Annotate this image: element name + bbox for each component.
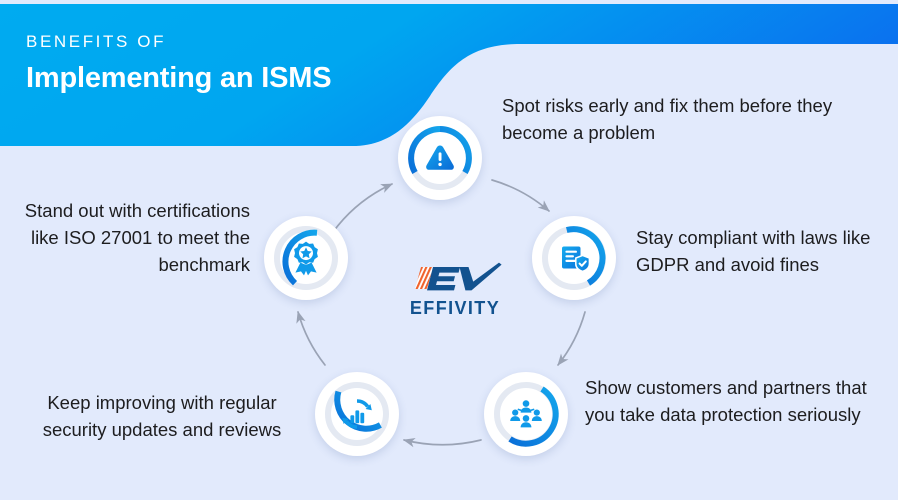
connector-improve-to-certify [296, 311, 326, 366]
label-compliance: Stay compliant with laws like GDPR and a… [636, 227, 871, 275]
header-text-group: BENEFITS OF Implementing an ISMS [26, 32, 332, 96]
people-network-icon [510, 400, 542, 428]
award-badge-icon [294, 241, 318, 276]
connector-compliance-to-trust [557, 311, 586, 366]
label-risk: Spot risks early and fix them before the… [502, 95, 833, 143]
page-title: Implementing an ISMS [26, 62, 332, 95]
label-improve: Keep improving with regular security upd… [42, 392, 282, 440]
brand-logo: EFFIVITY [399, 258, 511, 320]
cycle-node-risk[interactable] [398, 116, 482, 200]
warning-triangle-icon [426, 145, 454, 170]
connector-risk-to-compliance [491, 179, 550, 212]
label-certify: Stand out with certifications like ISO 2… [24, 200, 250, 275]
effivity-wordmark: EFFIVITY [409, 298, 501, 318]
cycle-node-trust[interactable] [484, 372, 568, 456]
refresh-bar-chart-icon [342, 399, 372, 429]
connector-trust-to-improve [403, 437, 482, 448]
cycle-node-improve[interactable] [315, 372, 399, 456]
cycle-node-compliance[interactable] [532, 216, 616, 300]
document-shield-check-icon [562, 246, 591, 273]
progress-ring [542, 226, 606, 290]
progress-ring [494, 382, 559, 447]
header-eyebrow: BENEFITS OF [26, 32, 167, 51]
progress-ring [408, 126, 472, 190]
label-trust: Show customers and partners that you tak… [585, 377, 867, 425]
progress-ring [274, 226, 338, 290]
effivity-ev-mark-icon [415, 262, 502, 291]
cycle-node-certify[interactable] [264, 216, 348, 300]
